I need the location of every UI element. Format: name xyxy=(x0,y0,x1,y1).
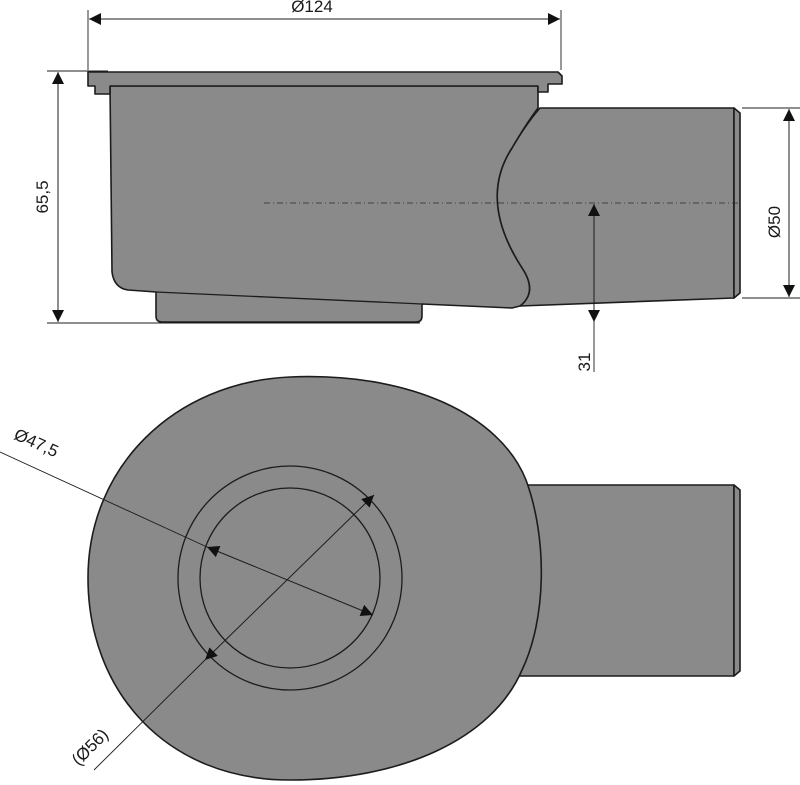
top-inner-ring xyxy=(199,487,381,669)
dim-outlet-diameter: Ø50 xyxy=(742,107,800,299)
dim-outlet-diameter-label: Ø50 xyxy=(765,206,784,238)
dim-width-label: Ø124 xyxy=(291,0,333,16)
top-outer-ring xyxy=(177,465,403,691)
dim-width: Ø124 xyxy=(87,0,562,70)
side-flange xyxy=(87,71,563,95)
dim-inner-diameter-label: Ø47,5 xyxy=(11,425,61,461)
dim-outlet-axis-height-label: 31 xyxy=(575,353,594,372)
dim-height-label: 65,5 xyxy=(33,180,52,213)
side-drain-body xyxy=(109,85,539,323)
dim-outlet-axis-height: 31 xyxy=(575,204,600,372)
top-outlet-pipe xyxy=(499,484,741,677)
top-drain-body xyxy=(87,375,543,781)
top-view: Ø47,5 (Ø56) xyxy=(0,375,741,781)
side-outlet-pipe xyxy=(496,107,741,307)
side-view: Ø124 65,5 Ø50 31 xyxy=(33,0,800,372)
dim-outer-diameter-label: (Ø56) xyxy=(68,725,112,769)
dim-height: 65,5 xyxy=(33,70,420,324)
